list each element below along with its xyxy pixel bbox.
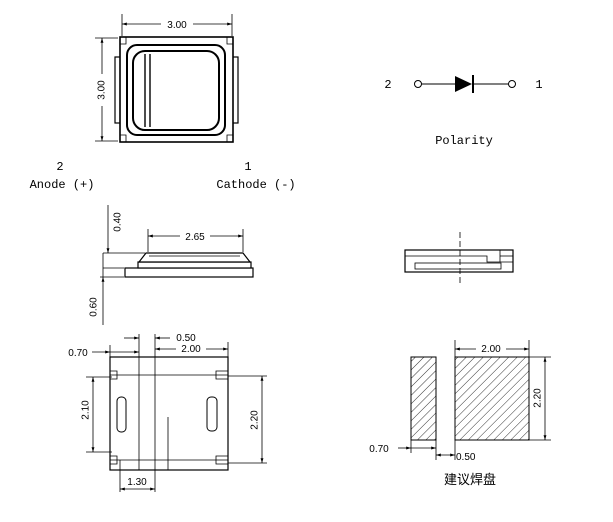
bottom-right-width-label: 2.00 — [181, 344, 201, 355]
polarity-pin-right: 1 — [535, 78, 542, 92]
lens-width-dimension: 2.65 — [147, 229, 244, 252]
cathode-number: 1 — [244, 160, 251, 174]
left-pad-slot — [116, 396, 127, 433]
anode-number: 2 — [56, 160, 63, 174]
pad-right-width-dimension: 2.00 — [454, 340, 530, 357]
top-height-dimension: 3.00 — [93, 37, 118, 142]
right-pad-slot — [206, 396, 218, 432]
top-width-dimension: 3.00 — [121, 14, 233, 36]
top-width-label: 3.00 — [167, 20, 187, 31]
diode-triangle-icon — [455, 76, 472, 92]
pad-left-width-label: 0.70 — [369, 444, 389, 455]
lens-height-dimension: 0.40 — [102, 205, 145, 277]
side-right-body — [404, 249, 514, 273]
base-height-label: 0.60 — [89, 297, 100, 317]
pin-left-terminal — [414, 80, 422, 88]
polarity-label: Polarity — [435, 134, 493, 148]
lens-height-label: 0.40 — [113, 212, 124, 232]
side-lens — [137, 252, 252, 263]
bottom-left-height-dimension: 2.10 — [81, 376, 112, 453]
polarity-pin-left: 2 — [384, 78, 391, 92]
bottom-left-width-dimension: 0.70 — [68, 345, 139, 359]
bottom-right-height-dimension: 2.20 — [228, 375, 267, 464]
bottom-left-height-label: 2.10 — [81, 400, 92, 420]
bottom-right-height-label: 2.20 — [250, 410, 261, 430]
reflector-cavity — [126, 44, 226, 136]
bottom-right-width-dimension: 2.00 — [155, 342, 229, 357]
pin-labels: 2 Anode (+) 1 Cathode (-) — [30, 160, 296, 192]
pad-right-width-label: 2.00 — [481, 344, 501, 355]
side-base — [124, 267, 254, 278]
base-height-dimension: 0.60 — [89, 276, 124, 325]
corner-notches — [120, 37, 233, 142]
top-view: 3.00 3.00 — [93, 14, 239, 143]
solder-pad-left — [410, 356, 437, 441]
anode-label: Anode (+) — [30, 178, 95, 192]
bottom-gap-label: 0.50 — [176, 333, 196, 344]
bottom-left-width-label: 0.70 — [68, 348, 88, 359]
side-view-right — [404, 232, 514, 286]
bottom-gap-dimension: 0.50 — [124, 333, 196, 344]
polarity-symbol: 2 1 Polarity — [384, 75, 543, 148]
lens-width-label: 2.65 — [185, 232, 205, 243]
lens-outline — [132, 50, 220, 131]
recommended-solder-pads: 2.00 2.20 0.70 0.50 建议焊盘 — [369, 340, 551, 488]
bottom-left-span-dimension: 1.30 — [120, 477, 155, 491]
top-height-label: 3.00 — [97, 80, 108, 100]
bottom-view: 0.50 0.70 2.00 2.10 2.20 — [68, 333, 267, 492]
bottom-left-span-label: 1.30 — [127, 477, 147, 488]
pad-left-width-dimension: 0.70 — [369, 440, 437, 460]
cathode-label: Cathode (-) — [216, 178, 295, 192]
pad-notches — [110, 370, 228, 465]
pin-right-terminal — [508, 80, 516, 88]
solder-pads-title: 建议焊盘 — [444, 472, 496, 488]
pad-height-dimension: 2.20 — [529, 356, 551, 441]
pad-gap-label: 0.50 — [456, 452, 476, 463]
solder-pad-right — [454, 356, 530, 441]
side-middle-layer — [137, 261, 252, 269]
pad-gap-dimension: 0.50 — [436, 440, 476, 463]
side-view: 2.65 0.40 0.60 — [89, 205, 254, 325]
pad-height-label: 2.20 — [533, 388, 544, 408]
bottom-body — [109, 356, 229, 471]
